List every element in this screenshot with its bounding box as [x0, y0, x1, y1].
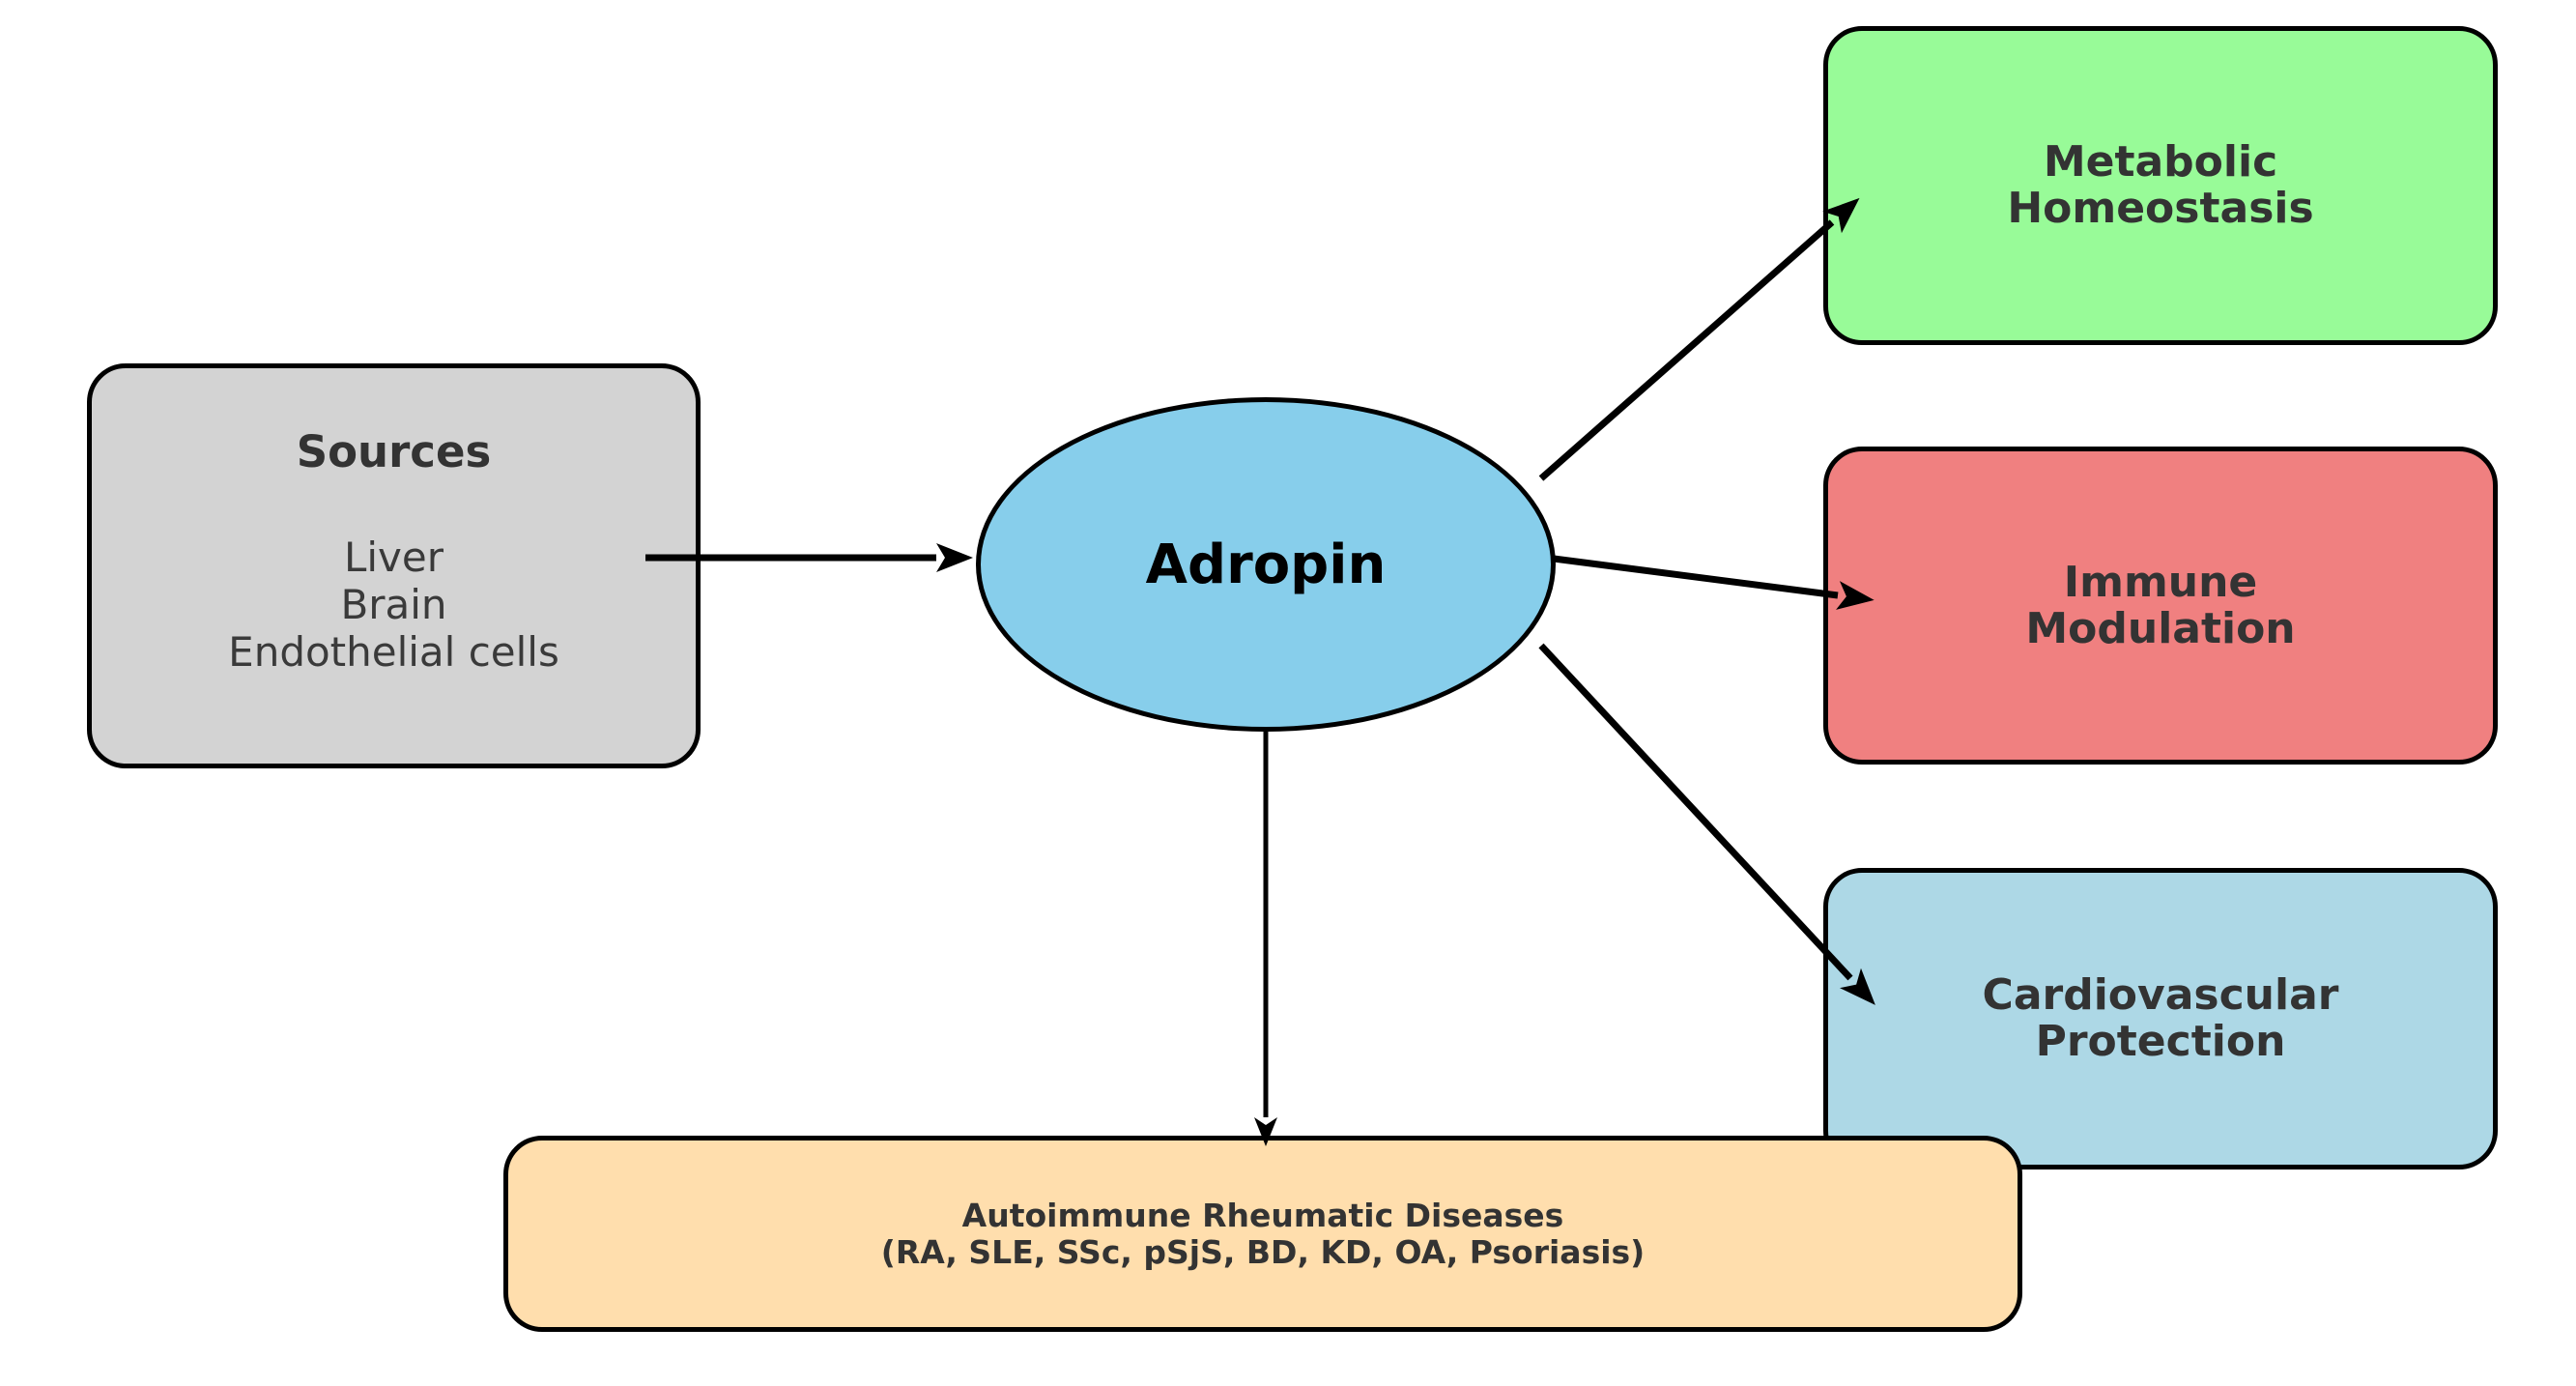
cardiovascular-protection-label-line1: Cardiovascular [1982, 970, 2339, 1020]
node-adropin: Adropin [976, 397, 1556, 732]
adropin-label: Adropin [1145, 533, 1387, 596]
node-cardiovascular-protection: Cardiovascular Protection [1823, 868, 2498, 1169]
autoimmune-label-line1: Autoimmune Rheumatic Diseases [961, 1196, 1564, 1234]
metabolic-homeostasis-label-line2: Homeostasis [2007, 184, 2314, 233]
sources-item-brain: Brain [340, 581, 447, 628]
node-autoimmune-rheumatic-diseases: Autoimmune Rheumatic Diseases (RA, SLE, … [503, 1136, 2022, 1332]
autoimmune-label-line2: (RA, SLE, SSc, pSjS, BD, KD, OA, Psorias… [880, 1232, 1646, 1271]
sources-item-list: Liver Brain Endothelial cells [228, 534, 559, 676]
node-sources: Sources Liver Brain Endothelial cells [87, 363, 701, 768]
metabolic-homeostasis-label-line1: Metabolic [2043, 137, 2278, 187]
immune-modulation-label-line1: Immune [2063, 557, 2258, 607]
sources-title: Sources [296, 426, 492, 477]
arrow-adropin-to-cardiovascular-protection [1538, 643, 1875, 1005]
arrow-adropin-to-immune-modulation [1553, 555, 1875, 610]
arrow-adropin-to-metabolic-homeostasis [1538, 197, 1860, 481]
immune-modulation-label-line2: Modulation [2025, 603, 2296, 653]
node-metabolic-homeostasis: Metabolic Homeostasis [1823, 26, 2498, 345]
sources-item-endothelial-cells: Endothelial cells [228, 628, 559, 676]
cardiovascular-protection-label-line2: Protection [2035, 1017, 2286, 1066]
node-immune-modulation: Immune Modulation [1823, 447, 2498, 765]
sources-item-liver: Liver [343, 534, 444, 581]
